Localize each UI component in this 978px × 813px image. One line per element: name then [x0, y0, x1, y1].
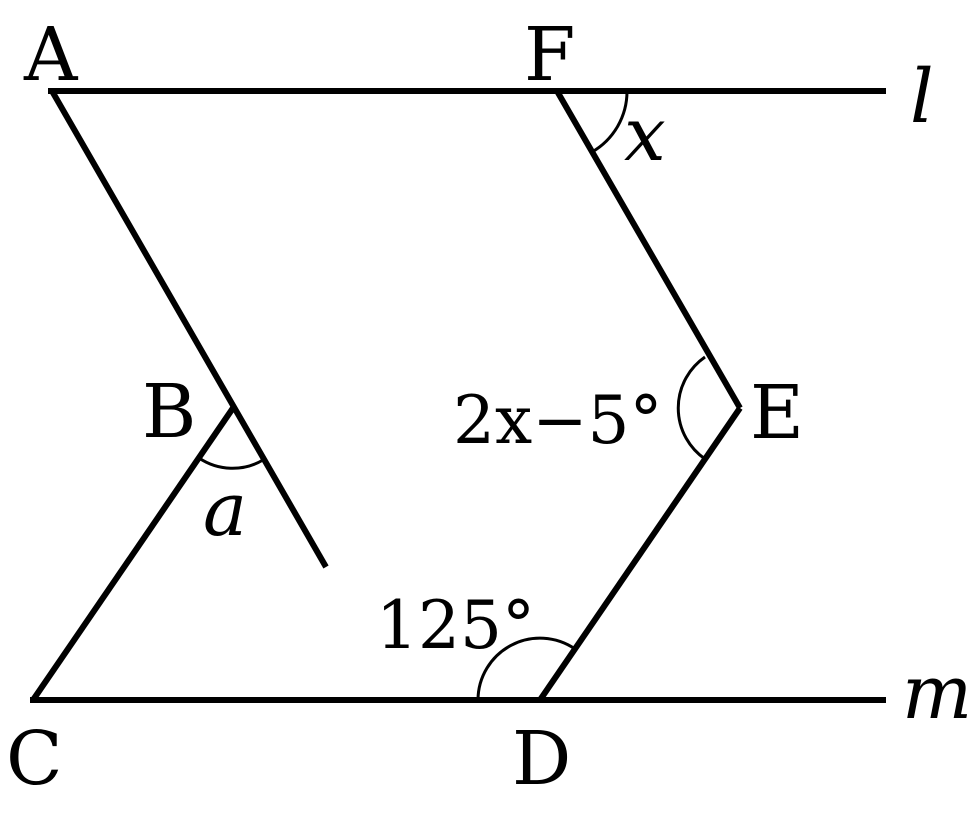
- angle-arc-a: [198, 456, 264, 470]
- point-label-a: A: [23, 12, 79, 98]
- segment-fe: [554, 89, 743, 410]
- angle-arc-e: [676, 355, 706, 461]
- angle-arc-d: [476, 636, 576, 701]
- angle-label-a: a: [203, 467, 247, 553]
- point-label-d: D: [512, 716, 571, 802]
- angle-label-e: 2x−5°: [453, 382, 663, 459]
- line-label-l: l: [910, 54, 934, 140]
- segment-bc: [30, 406, 236, 702]
- point-label-e: E: [750, 370, 804, 456]
- point-label-f: F: [524, 12, 575, 98]
- line-label-m: m: [902, 650, 972, 736]
- angle-label-d: 125°: [376, 587, 535, 664]
- point-label-b: B: [142, 369, 196, 455]
- angle-arc-x: [591, 90, 629, 154]
- segment-ed: [537, 406, 743, 702]
- angle-label-x: x: [624, 92, 666, 178]
- segment-ab-extended: [49, 89, 329, 569]
- point-label-c: C: [6, 716, 63, 802]
